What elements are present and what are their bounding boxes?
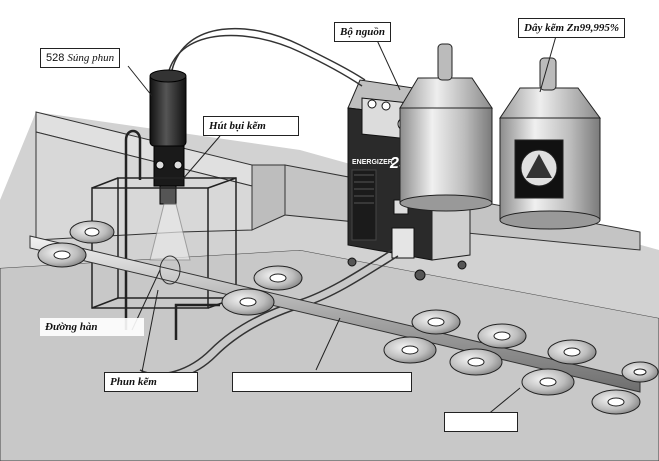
power-supply-label: Bộ nguồn — [340, 26, 385, 38]
spray-gun-label: Súng phun — [67, 52, 115, 64]
zinc-wire-label: Dây kẽm Zn99,995% — [524, 22, 620, 34]
callout-power-supply: Bộ nguồn — [334, 22, 391, 42]
callout-dust-extraction: Hút bụi kẽm — [203, 116, 299, 136]
callout-zinc-wire: Dây kẽm Zn99,995% — [518, 18, 626, 38]
zinc-wire-drum-back — [399, 43, 493, 212]
callout-weld-seam: Đường hàn — [40, 318, 144, 336]
callout-blank-1 — [232, 372, 412, 392]
pipe-rollers — [37, 220, 659, 415]
callout-zinc-spray: Phun kẽm — [104, 372, 198, 392]
dust-extraction-label: Hút bụi kẽm — [209, 120, 266, 132]
spray-gun — [149, 69, 191, 261]
callout-blank-2 — [444, 412, 518, 432]
zinc-spray-label: Phun kẽm — [110, 376, 157, 388]
zinc-wire-drum-front — [499, 57, 601, 230]
weld-seam-label: Đường hàn — [45, 321, 98, 333]
spray-gun-number: 528 — [46, 52, 65, 64]
callout-spray-gun: 528 Súng phun — [40, 48, 121, 68]
leader-lines — [127, 35, 557, 417]
dust-extraction-frame — [91, 129, 237, 340]
machine-brand-text: ENERGIZER — [352, 159, 393, 166]
